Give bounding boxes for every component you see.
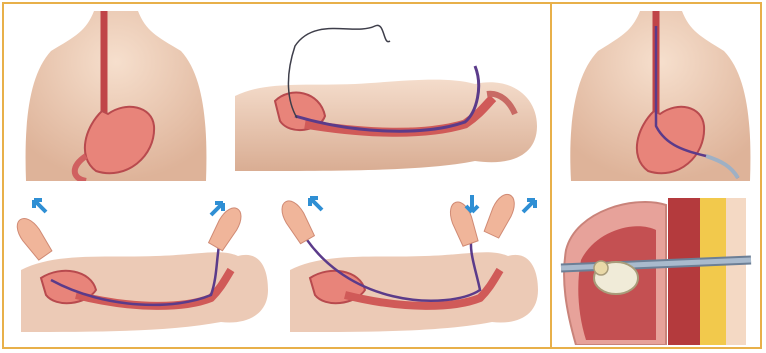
lateral-guidewire-illustration: [225, 6, 545, 181]
wall-bumper-illustration: [556, 190, 756, 345]
pull-left-panel: [6, 190, 274, 345]
arrow-up-right-icon: [211, 203, 223, 215]
pull-through-illustration: [6, 190, 274, 345]
pull-right-panel: [280, 190, 545, 345]
abdominal-muscle: [668, 198, 700, 345]
skin-layer: [726, 198, 746, 345]
right-hand-2: [482, 191, 519, 239]
left-hand: [12, 214, 53, 261]
figure-divider: [550, 2, 552, 349]
arrow-up-right-icon: [523, 200, 535, 212]
gastrostomy-tube-illustration: [556, 6, 756, 181]
bumper-ring: [594, 261, 608, 275]
right-hand-1: [446, 199, 480, 247]
pull-through-illustration: [280, 190, 545, 345]
torso-stomach-illustration: [6, 6, 216, 181]
fat-layer: [700, 198, 726, 345]
cross-section-panel: [556, 190, 756, 345]
arrow-up-left-icon: [310, 198, 322, 210]
arrow-up-left-icon: [34, 200, 46, 212]
placed-tube-panel: [556, 6, 756, 181]
torso-stomach-panel: [6, 6, 216, 181]
arrow-down-icon: [466, 195, 478, 212]
guidewire-panel: [225, 6, 545, 181]
